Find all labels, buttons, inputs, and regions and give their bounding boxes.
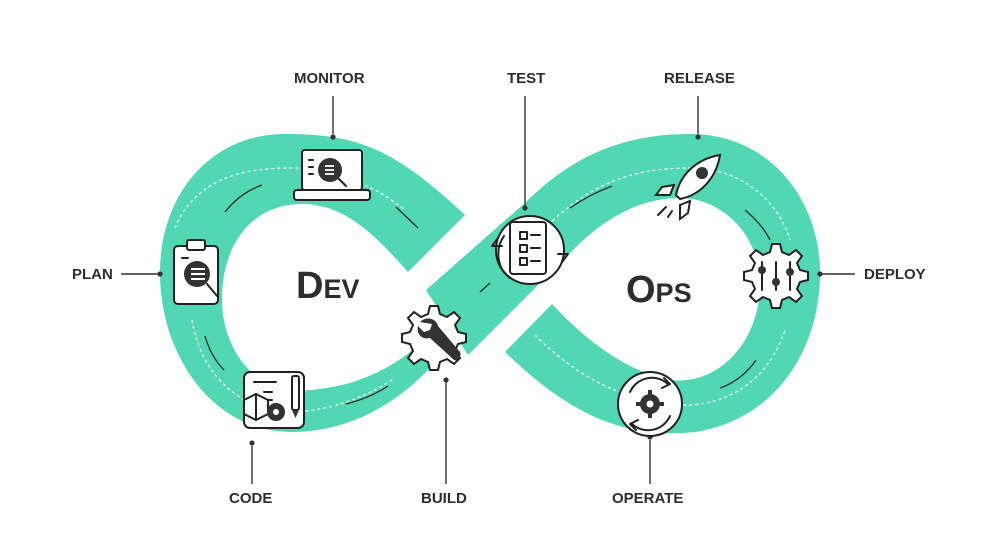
stage-operate: OPERATE bbox=[612, 434, 683, 507]
laptop-magnifier-icon bbox=[293, 149, 371, 201]
band-left-loop bbox=[160, 134, 488, 432]
stage-build: BUILD bbox=[421, 377, 467, 507]
stage-code: CODE bbox=[229, 440, 272, 507]
dev-word-text: Dev bbox=[296, 265, 359, 307]
stage-label-release: RELEASE bbox=[664, 70, 735, 87]
ops-word-text: Ops bbox=[626, 269, 692, 311]
gear-cycle-icon bbox=[617, 371, 683, 437]
stage-label-test: TEST bbox=[507, 70, 545, 87]
stage-test: TEST bbox=[507, 70, 545, 211]
dark-guide-segments bbox=[204, 184, 771, 405]
stage-label-deploy: DEPLOY bbox=[864, 266, 926, 283]
stage-monitor: MONITOR bbox=[294, 70, 365, 140]
stage-label-build: BUILD bbox=[421, 490, 467, 507]
stage-label-plan: PLAN bbox=[72, 266, 113, 283]
stage-release: RELEASE bbox=[664, 70, 735, 140]
rocket-icon bbox=[654, 153, 722, 221]
stage-deploy: DEPLOY bbox=[817, 266, 926, 283]
ops-word: Ops bbox=[626, 269, 692, 311]
code-board-gear-icon bbox=[243, 371, 305, 429]
gear-wrench-icon bbox=[401, 305, 467, 371]
stage-label-code: CODE bbox=[229, 490, 272, 507]
clipboard-magnifier-icon bbox=[173, 239, 219, 305]
stage-label-operate: OPERATE bbox=[612, 490, 683, 507]
gear-sliders-icon bbox=[743, 243, 809, 309]
dev-word: Dev bbox=[296, 265, 359, 307]
clipboard-cycle-icon bbox=[491, 215, 569, 285]
stage-plan: PLAN bbox=[72, 266, 163, 283]
stage-label-monitor: MONITOR bbox=[294, 70, 365, 87]
band-crossing-gap bbox=[408, 246, 470, 300]
